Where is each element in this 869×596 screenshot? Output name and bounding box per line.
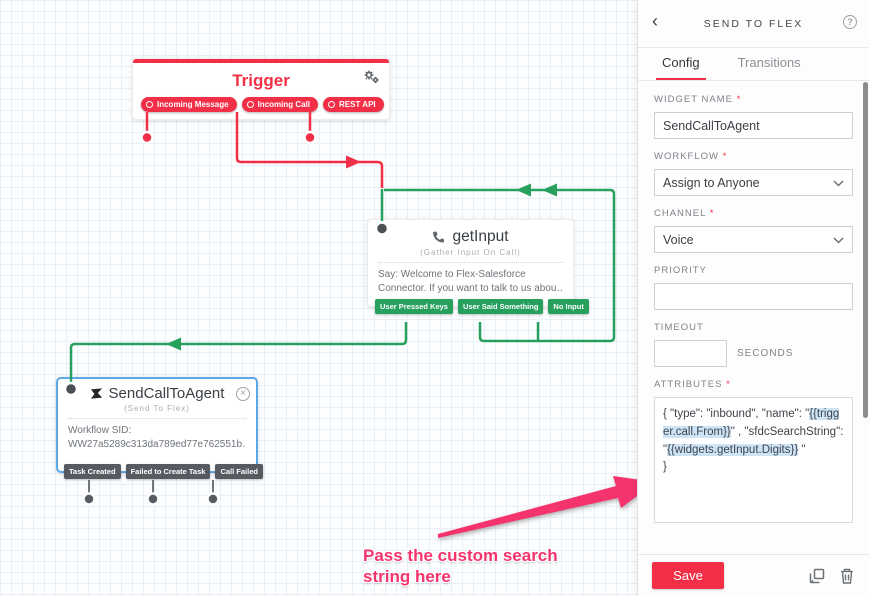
workflow-label: WORKFLOW * — [654, 151, 728, 162]
panel-title: SEND TO FLEX — [703, 17, 804, 30]
port-dot-task-created — [82, 492, 96, 506]
getinput-subtitle: (Gather Input On Call) — [420, 248, 521, 257]
trigger-pill-rest-api[interactable]: REST API — [323, 97, 384, 112]
transition-pill-failed-to-create-task[interactable]: Failed to Create Task — [125, 464, 211, 479]
save-button[interactable]: Save — [652, 562, 724, 589]
trigger-widget[interactable]: Trigger Incoming Message — [132, 58, 390, 120]
panel-header: ‹ SEND TO FLEX ? — [638, 0, 869, 48]
panel-tabs: Config Transitions — [638, 48, 869, 81]
trigger-title: Trigger — [232, 71, 290, 90]
tab-transitions[interactable]: Transitions — [737, 55, 801, 70]
priority-label: PRIORITY — [654, 265, 707, 276]
config-form: WIDGET NAME * WORKFLOW * Assign to Anyon… — [638, 82, 869, 554]
panel-scrollbar[interactable] — [863, 82, 868, 418]
timeout-label: TIMEOUT — [654, 322, 704, 333]
tab-config[interactable]: Config — [656, 48, 706, 80]
phone-icon — [433, 231, 445, 243]
channel-select[interactable]: Voice — [654, 226, 853, 253]
port-dot-rest-api — [303, 130, 317, 145]
priority-input[interactable] — [654, 283, 853, 310]
sendcall-subtitle: (Send To Flex) — [124, 404, 190, 413]
port-circle-icon — [328, 101, 336, 108]
workflow-select[interactable]: Assign to Anyone — [654, 169, 853, 196]
transition-pill-user-said-something[interactable]: User Said Something — [457, 299, 544, 314]
flex-flag-icon — [90, 388, 102, 399]
port-circle-icon — [246, 101, 254, 108]
getinput-pill-row: User Pressed Keys User Said Something No… — [375, 299, 589, 314]
sendcall-body: Workflow SID: WW27a5289c313da789ed77e762… — [68, 425, 246, 450]
getinput-body: Say: Welcome to Flex-Salesforce Connecto… — [378, 269, 563, 294]
sendcalltoagent-widget[interactable]: SendCallToAgent × (Send To Flex) Workflo… — [56, 377, 263, 479]
transition-pill-task-created[interactable]: Task Created — [64, 464, 121, 479]
panel-footer: Save — [638, 554, 869, 596]
gear-icon[interactable] — [363, 68, 380, 86]
divider — [68, 418, 246, 419]
timeout-input[interactable] — [654, 340, 727, 367]
chevron-down-icon — [833, 180, 844, 187]
trigger-pill-incoming-call[interactable]: Incoming Call — [241, 97, 319, 112]
port-dot-call-failed — [206, 492, 220, 506]
sendcall-title: SendCallToAgent — [108, 385, 225, 402]
flow-canvas[interactable]: Trigger Incoming Message — [0, 0, 637, 596]
duplicate-icon[interactable] — [808, 567, 826, 585]
transition-pill-no-input[interactable]: No Input — [548, 299, 589, 314]
channel-label: CHANNEL * — [654, 208, 715, 219]
attributes-label: ATTRIBUTES * — [654, 379, 731, 390]
getinput-title: getInput — [452, 228, 509, 245]
attributes-textarea[interactable]: { "type": "inbound", "name": "{{trigger.… — [654, 397, 853, 523]
widget-name-input[interactable] — [654, 112, 853, 139]
sendcall-title-row: SendCallToAgent — [58, 385, 256, 402]
help-icon[interactable]: ? — [843, 15, 857, 29]
timeout-unit-label: SECONDS — [737, 348, 794, 359]
port-dot-incoming-message — [140, 130, 154, 145]
getinput-title-row: getInput — [368, 228, 573, 246]
trigger-pill-incoming-message[interactable]: Incoming Message — [141, 97, 237, 112]
port-circle-icon — [146, 101, 153, 108]
transition-pill-call-failed[interactable]: Call Failed — [215, 464, 263, 479]
chevron-down-icon — [833, 237, 844, 244]
divider — [378, 262, 563, 263]
annotation-text: Pass the custom search string here — [363, 546, 558, 587]
transition-pill-user-pressed-keys[interactable]: User Pressed Keys — [375, 299, 453, 314]
close-icon[interactable]: × — [236, 387, 250, 401]
trash-icon[interactable] — [839, 567, 855, 585]
back-chevron-icon[interactable]: ‹ — [652, 11, 658, 31]
trigger-accent-bar — [133, 59, 389, 63]
sendcall-pill-row: Task Created Failed to Create Task Call … — [64, 464, 263, 479]
annotation-arrow — [438, 476, 637, 538]
trigger-pill-row: Incoming Message Incoming Call REST API — [141, 97, 384, 112]
port-dot-failed-to-create-task — [146, 492, 160, 506]
getinput-widget[interactable]: getInput (Gather Input On Call) Say: Wel… — [367, 219, 589, 314]
widget-name-label: WIDGET NAME * — [654, 94, 742, 105]
widget-config-panel: ‹ SEND TO FLEX ? Config Transitions WIDG… — [637, 0, 869, 596]
